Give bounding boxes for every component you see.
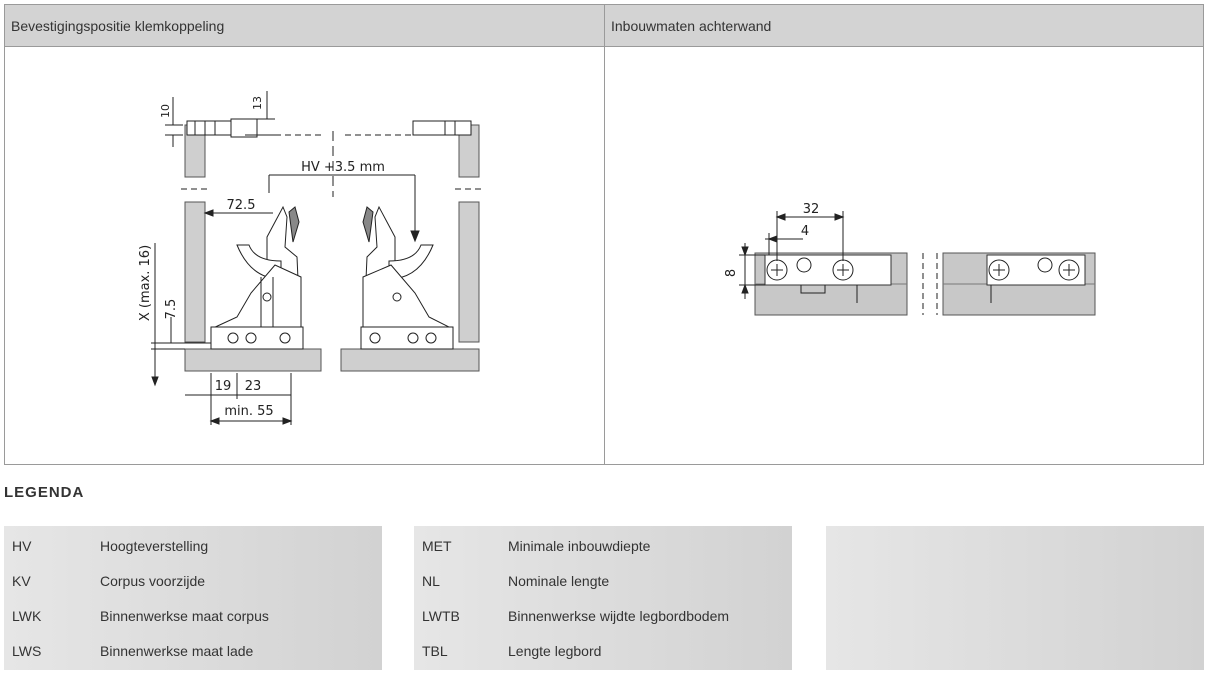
panel-back-wall-dimensions: Inbouwmaten achterwand — [605, 5, 1203, 464]
legend-abbr: NL — [422, 572, 440, 589]
legend-abbr: LWS — [12, 642, 42, 659]
legend-desc: Hoogteverstelling — [100, 537, 209, 554]
x-max-label: X (max. 16) — [138, 245, 153, 321]
legend-title: LEGENDA — [4, 484, 85, 501]
legend-abbr: MET — [422, 537, 452, 554]
panel-clamp-position: Bevestigingspositie klemkoppeling 10 13 — [5, 5, 605, 464]
panel-header-right: Inbouwmaten achterwand — [605, 5, 1203, 47]
dim-10-label: 10 — [159, 104, 172, 118]
top-fitting-left — [165, 91, 275, 178]
legend-abbr: KV — [12, 572, 31, 589]
legend-item: LWK Binnenwerkse maat corpus — [4, 598, 382, 633]
panel-header-left: Bevestigingspositie klemkoppeling — [5, 5, 604, 47]
legend-desc: Corpus voorzijde — [100, 572, 206, 589]
legend-item: LWTB Binnenwerkse wijdte legbordbodem — [414, 598, 792, 633]
legend-item: HV Hoogteverstelling — [4, 528, 382, 563]
clamp-mechanism-left — [210, 205, 304, 350]
legend-desc: Binnenwerkse maat corpus — [100, 607, 269, 624]
legend-desc: Lengte legbord — [508, 642, 602, 659]
legend-item: LWS Binnenwerkse maat lade — [4, 633, 382, 668]
top-fitting-right — [412, 120, 480, 178]
legend-item: TBL Lengte legbord — [414, 633, 792, 668]
legend-abbr: HV — [12, 537, 32, 554]
legend-column-1: HV Hoogteverstelling KV Corpus voorzijde… — [4, 526, 382, 670]
legend-column-3-empty — [826, 526, 1204, 670]
dim-8-label: 8 — [724, 269, 739, 277]
legend-desc: Binnenwerkse wijdte legbordbodem — [508, 607, 730, 624]
legend-abbr: LWTB — [422, 607, 460, 624]
dim-19-label: 19 — [215, 379, 232, 394]
bottom-panel-left — [184, 348, 322, 372]
dim-4-label: 4 — [801, 224, 809, 239]
clamp-mechanism-right — [360, 205, 454, 350]
legend-item: MET Minimale inbouwdiepte — [414, 528, 792, 563]
bottom-panel-right — [340, 348, 480, 372]
legend-abbr: LWK — [12, 607, 42, 624]
dim-7-5-label: 7.5 — [164, 299, 179, 320]
dim-23-label: 23 — [245, 379, 262, 394]
side-wall-right — [458, 201, 480, 343]
legend-desc: Minimale inbouwdiepte — [508, 537, 651, 554]
legend-desc: Binnenwerkse maat lade — [100, 642, 254, 659]
dim-32-label: 32 — [803, 202, 820, 217]
dim-72-5-label: 72.5 — [227, 198, 256, 213]
side-wall-left — [184, 201, 206, 343]
back-wall-drawing: 32 4 8 — [724, 202, 1096, 316]
min-55-label: min. 55 — [224, 404, 273, 419]
hv-label: HV +3.5 mm — [301, 160, 385, 175]
legend-item: NL Nominale lengte — [414, 563, 792, 598]
clamp-position-drawing: 10 13 — [138, 91, 483, 425]
diagram-panels: Bevestigingspositie klemkoppeling 10 13 — [4, 4, 1204, 465]
legend-column-2: MET Minimale inbouwdiepte NL Nominale le… — [414, 526, 792, 670]
legend-item: KV Corpus voorzijde — [4, 563, 382, 598]
dim-13-label: 13 — [251, 96, 264, 110]
legend-desc: Nominale lengte — [508, 572, 610, 589]
legend-abbr: TBL — [422, 642, 448, 659]
